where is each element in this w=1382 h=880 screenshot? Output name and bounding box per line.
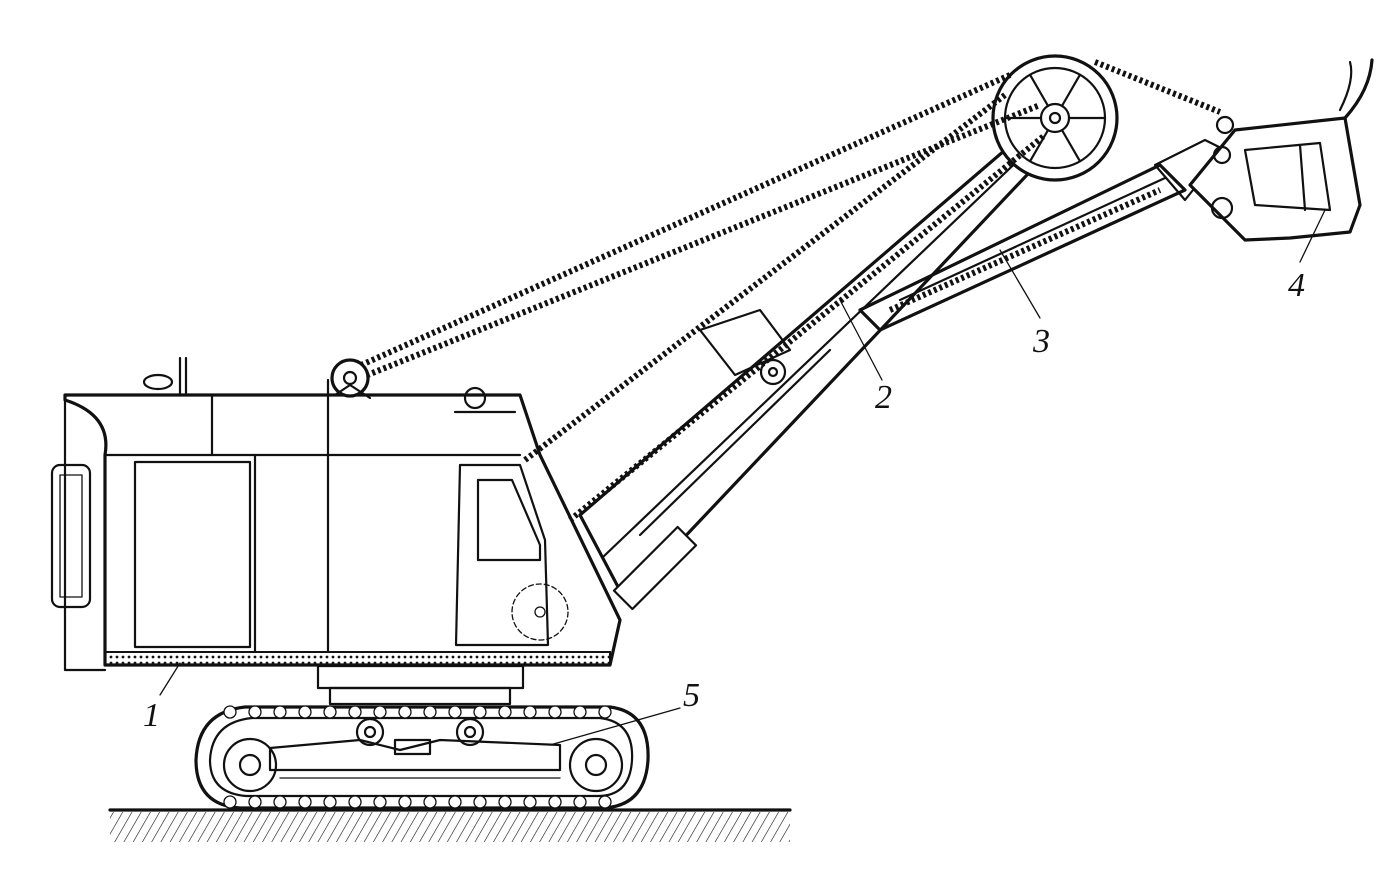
label-3: 3 (1032, 323, 1050, 360)
track-link (473, 795, 487, 809)
track-link (298, 795, 312, 809)
boom-point-sheave (991, 54, 1119, 182)
machine-house (50, 356, 622, 672)
track-link (548, 795, 562, 809)
track-link (398, 795, 412, 809)
track-link (498, 795, 512, 809)
label-2: 2 (875, 379, 892, 416)
track-link (373, 705, 387, 719)
sheave-spoke (1060, 129, 1082, 163)
sheave-spoke (1028, 129, 1050, 163)
track-link (573, 705, 587, 719)
track-link (523, 705, 537, 719)
track-link (223, 795, 237, 809)
leader-lines (159, 209, 1326, 746)
track-link (223, 705, 237, 719)
track-link (423, 705, 437, 719)
label-1: 1 (143, 697, 160, 734)
track-link (573, 795, 587, 809)
track-link (523, 795, 537, 809)
track-link (598, 705, 612, 719)
ground (108, 808, 792, 842)
track-link (248, 705, 262, 719)
boom (578, 118, 1062, 611)
label-5: 5 (683, 677, 700, 714)
track-link (423, 795, 437, 809)
label-4: 4 (1288, 267, 1305, 304)
track-link (323, 795, 337, 809)
a-frame-sheave (330, 358, 372, 400)
track-link (273, 705, 287, 719)
track-link (273, 795, 287, 809)
track-link (448, 795, 462, 809)
track-link (373, 795, 387, 809)
track-link (498, 705, 512, 719)
track-link (348, 705, 362, 719)
track-link (248, 795, 262, 809)
track-link (598, 795, 612, 809)
track-link (398, 705, 412, 719)
track-link (323, 705, 337, 719)
slewing-ring (316, 664, 525, 706)
track-link (448, 705, 462, 719)
sheave-spoke (1060, 73, 1082, 107)
dipper-bucket (1188, 58, 1374, 242)
sheave-spoke (1028, 73, 1050, 107)
hoist-ropes (348, 59, 1222, 523)
track-link (548, 705, 562, 719)
part-labels: 1 2 3 4 5 (143, 267, 1305, 734)
crawler-track (194, 705, 650, 810)
track-link (348, 795, 362, 809)
track-link (473, 705, 487, 719)
track-link (298, 705, 312, 719)
